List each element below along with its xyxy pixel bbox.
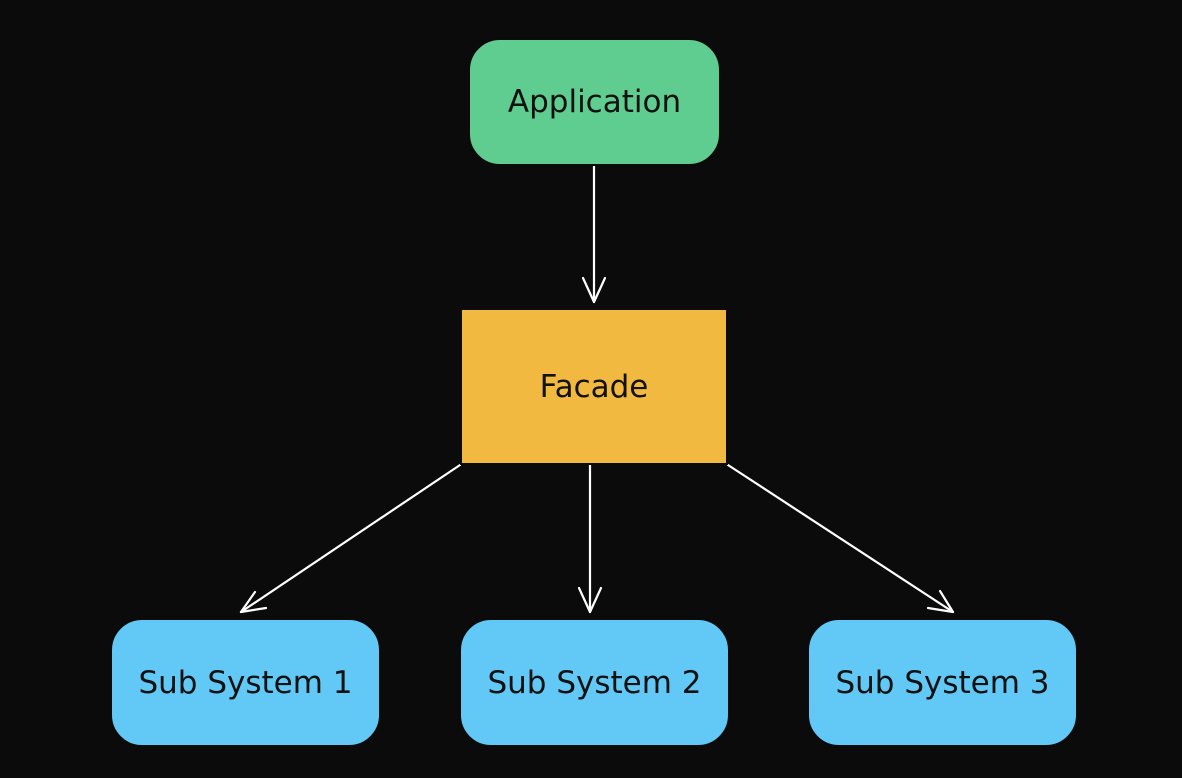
edge-facade-sub-system-3 xyxy=(726,463,955,614)
facade-label: Facade xyxy=(539,368,649,405)
edge-facade-sub-system-2 xyxy=(577,463,603,614)
sub-system-1-node: Sub System 1 xyxy=(110,618,381,747)
sub-system-3-node: Sub System 3 xyxy=(807,618,1078,747)
edge-facade-sub-system-1 xyxy=(239,463,462,614)
edge-application-facade xyxy=(581,164,607,304)
facade-node: Facade xyxy=(460,308,728,465)
application-node: Application xyxy=(468,38,721,166)
sub-system-2-node: Sub System 2 xyxy=(459,618,730,747)
sub-system-2-label: Sub System 2 xyxy=(487,664,702,701)
sub-system-1-label: Sub System 1 xyxy=(138,664,353,701)
sub-system-3-label: Sub System 3 xyxy=(835,664,1050,701)
application-label: Application xyxy=(507,84,682,120)
